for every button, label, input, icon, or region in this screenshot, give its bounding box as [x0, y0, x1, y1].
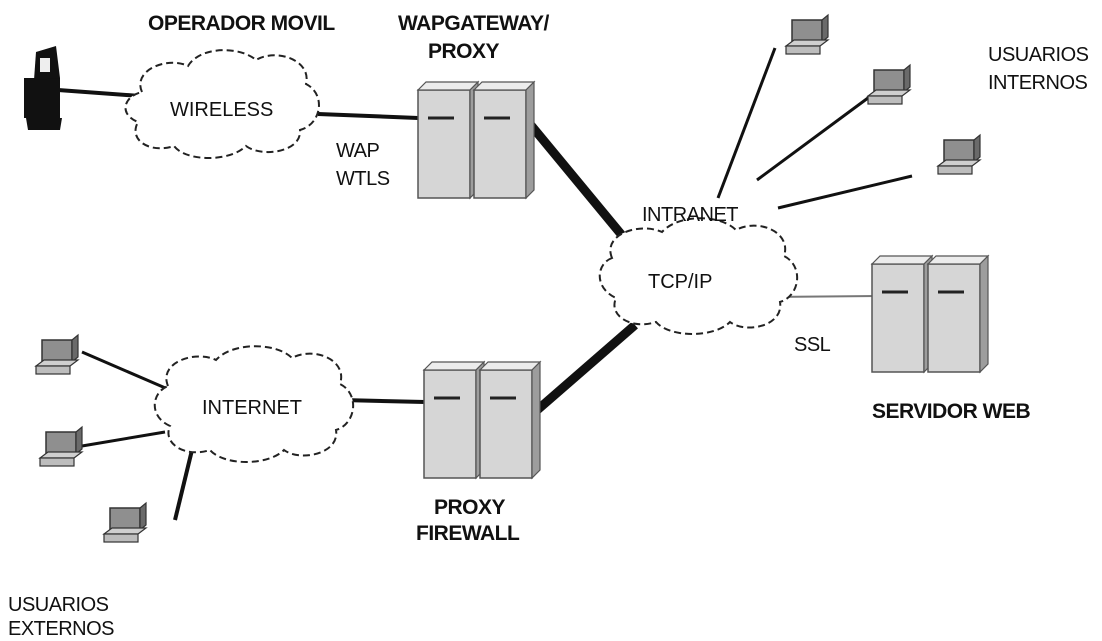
link-intranet-user-1: [716, 47, 777, 199]
link-firewall-intranet: [532, 321, 638, 416]
external-user-computer-icon: [35, 334, 79, 375]
internal-user-computer-icon: [867, 64, 911, 105]
wtls-link-label: WTLS: [336, 168, 390, 190]
servidor-web-label: SERVIDOR WEB: [872, 400, 1031, 423]
proxy-firewall-label-line2: FIREWALL: [416, 522, 520, 545]
usuarios-externos-label-line2: EXTERNOS: [8, 618, 115, 640]
tcpip-cloud-label: TCP/IP: [648, 271, 712, 293]
usuarios-internos-label-line2: INTERNOS: [988, 72, 1088, 94]
operador-movil-label: OPERADOR MOVIL: [148, 12, 335, 35]
proxy-firewall-label-line1: PROXY: [434, 496, 506, 519]
wireless-cloud-label: WIRELESS: [170, 99, 273, 121]
link-internet-firewall: [341, 398, 426, 404]
external-user-computer-icon: [103, 502, 147, 543]
link-wireless-wapgateway: [317, 112, 419, 120]
external-user-computer-icon: [39, 426, 83, 467]
link-ext-user-3: [173, 449, 194, 521]
link-ext-user-2: [81, 430, 166, 448]
intranet-label: INTRANET: [642, 204, 739, 226]
internet-cloud: INTERNET: [153, 345, 355, 463]
wapgateway-label-line1: WAPGATEWAY/: [398, 12, 549, 35]
web-server-icon: [870, 254, 990, 374]
firewall-server-icon: [422, 360, 542, 480]
link-user-wireless: [57, 88, 141, 98]
link-intranet-user-3: [777, 174, 913, 210]
wap-link-label: WAP: [336, 140, 380, 162]
wapgateway-label-line2: PROXY: [428, 40, 500, 63]
wireless-cloud: WIRELESS: [124, 49, 320, 159]
tcpip-cloud: TCP/IP: [598, 217, 799, 335]
internal-user-computer-icon: [785, 14, 829, 55]
usuarios-internos-label-line1: USUARIOS: [988, 44, 1089, 66]
internal-user-computer-icon: [937, 134, 981, 175]
usuarios-externos-label-line1: USUARIOS: [8, 594, 109, 616]
link-intranet-user-2: [756, 93, 873, 182]
wapgateway-server-icon: [416, 80, 536, 200]
link-ext-user-1: [81, 350, 171, 392]
mobile-user-icon: [24, 46, 62, 130]
ssl-link-label: SSL: [794, 334, 831, 356]
link-wapgateway-intranet: [521, 115, 634, 248]
internet-cloud-label: INTERNET: [202, 397, 302, 419]
